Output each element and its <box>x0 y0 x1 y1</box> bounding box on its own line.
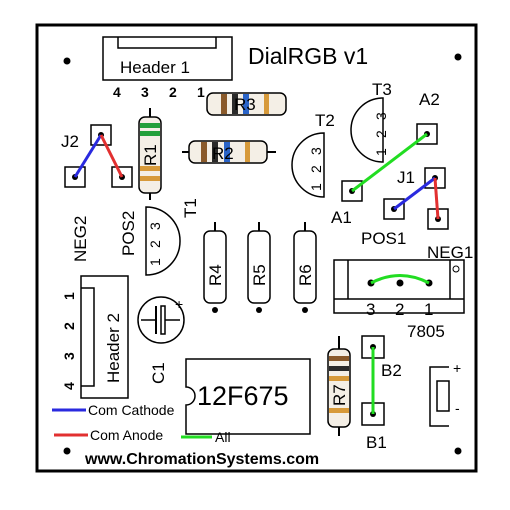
t1-pin: 3 <box>147 222 163 230</box>
t3-pin: 3 <box>373 112 389 120</box>
b2-label: B2 <box>381 361 402 380</box>
j2-label: J2 <box>61 132 79 151</box>
resistor-r6: R6 <box>293 222 317 313</box>
regulator-pin: 1 <box>424 300 433 319</box>
website-url: www.ChromationSystems.com <box>84 451 319 468</box>
header-2: Header 2 1 2 3 4 <box>61 275 129 399</box>
resistor-r3-label: R3 <box>234 95 256 114</box>
legend-all: All <box>215 429 231 445</box>
t2-pin: 1 <box>308 183 324 191</box>
header-1-pin: 1 <box>197 84 205 100</box>
resistor-r4-label: R4 <box>206 264 225 286</box>
t3-label: T3 <box>372 80 392 99</box>
mounting-hole <box>63 57 71 65</box>
regulator-pin: 2 <box>395 300 404 319</box>
c1-label: C1 <box>149 362 168 384</box>
jumper-b: B2 B1 <box>361 335 402 452</box>
a1-label: A1 <box>331 208 352 227</box>
legend-com-cathode: Com Cathode <box>88 402 175 418</box>
header-2-label: Header 2 <box>104 313 123 383</box>
header-1: Header 1 4 3 2 1 <box>102 36 233 100</box>
resistor-r7: R7 <box>327 336 351 436</box>
regulator-pin: 3 <box>366 300 375 319</box>
transistor-t3: 1 2 3 T3 <box>350 80 392 163</box>
mounting-hole <box>454 53 462 61</box>
jumper-j1: J1 POS1 NEG1 <box>361 167 473 262</box>
mounting-hole <box>454 447 462 455</box>
t2-pin: 3 <box>308 147 324 155</box>
resistor-r7-label: R7 <box>330 384 349 406</box>
resistor-r1: R1 <box>138 108 162 200</box>
regulator-7805: 3 2 1 7805 <box>333 259 465 341</box>
header-2-pin: 3 <box>61 352 77 360</box>
t2-pin: 2 <box>308 165 324 173</box>
header-1-label: Header 1 <box>120 58 190 77</box>
board-title: DialRGB v1 <box>248 43 368 69</box>
power-plus: + <box>453 360 461 376</box>
regulator-label: 7805 <box>407 322 445 341</box>
b1-label: B1 <box>366 433 387 452</box>
resistor-r4: R4 <box>203 222 227 313</box>
pos2-label: POS2 <box>119 211 138 256</box>
header-1-pin: 4 <box>113 84 121 100</box>
t1-pin: 2 <box>147 240 163 248</box>
power-minus: - <box>455 400 460 416</box>
resistor-r5: R5 <box>247 222 271 313</box>
jumper-legend: Com Cathode Com Anode All <box>52 402 231 445</box>
t1-pin: 1 <box>147 258 163 266</box>
jumper-a: A2 A1 <box>331 90 440 227</box>
header-2-pin: 4 <box>61 382 77 390</box>
t1-label: T1 <box>181 198 200 218</box>
ic-12f675: 12F675 <box>185 358 311 435</box>
pos1-label: POS1 <box>361 229 406 248</box>
transistor-t2: 1 2 3 T2 <box>291 111 335 198</box>
legend-com-anode: Com Anode <box>90 427 163 443</box>
transistor-t1: 1 2 3 T1 <box>145 198 200 276</box>
header-2-pin: 1 <box>61 292 77 300</box>
resistor-r3: R3 <box>206 92 287 116</box>
t3-pin: 1 <box>373 148 389 156</box>
resistor-r5-label: R5 <box>250 264 269 286</box>
t3-pin: 2 <box>373 130 389 138</box>
resistor-r6-label: R6 <box>296 264 315 286</box>
power-connector: + - <box>429 360 461 427</box>
header-1-pin: 2 <box>169 84 177 100</box>
resistor-r2: R2 <box>182 140 276 164</box>
header-1-pin: 3 <box>141 84 149 100</box>
t2-label: T2 <box>315 111 335 130</box>
resistor-r2-label: R2 <box>212 144 234 163</box>
header-2-pin: 2 <box>61 322 77 330</box>
ic-label: 12F675 <box>197 381 289 411</box>
mounting-hole <box>63 447 71 455</box>
resistor-r1-label: R1 <box>141 144 160 166</box>
c1-polarity: + <box>175 296 183 312</box>
capacitor-c1: + C1 <box>137 296 185 384</box>
a2-label: A2 <box>419 90 440 109</box>
jumper-j2: J2 <box>61 124 133 188</box>
j1-label: J1 <box>397 168 415 187</box>
neg2-label: NEG2 <box>71 216 90 262</box>
neg1-label: NEG1 <box>427 243 473 262</box>
